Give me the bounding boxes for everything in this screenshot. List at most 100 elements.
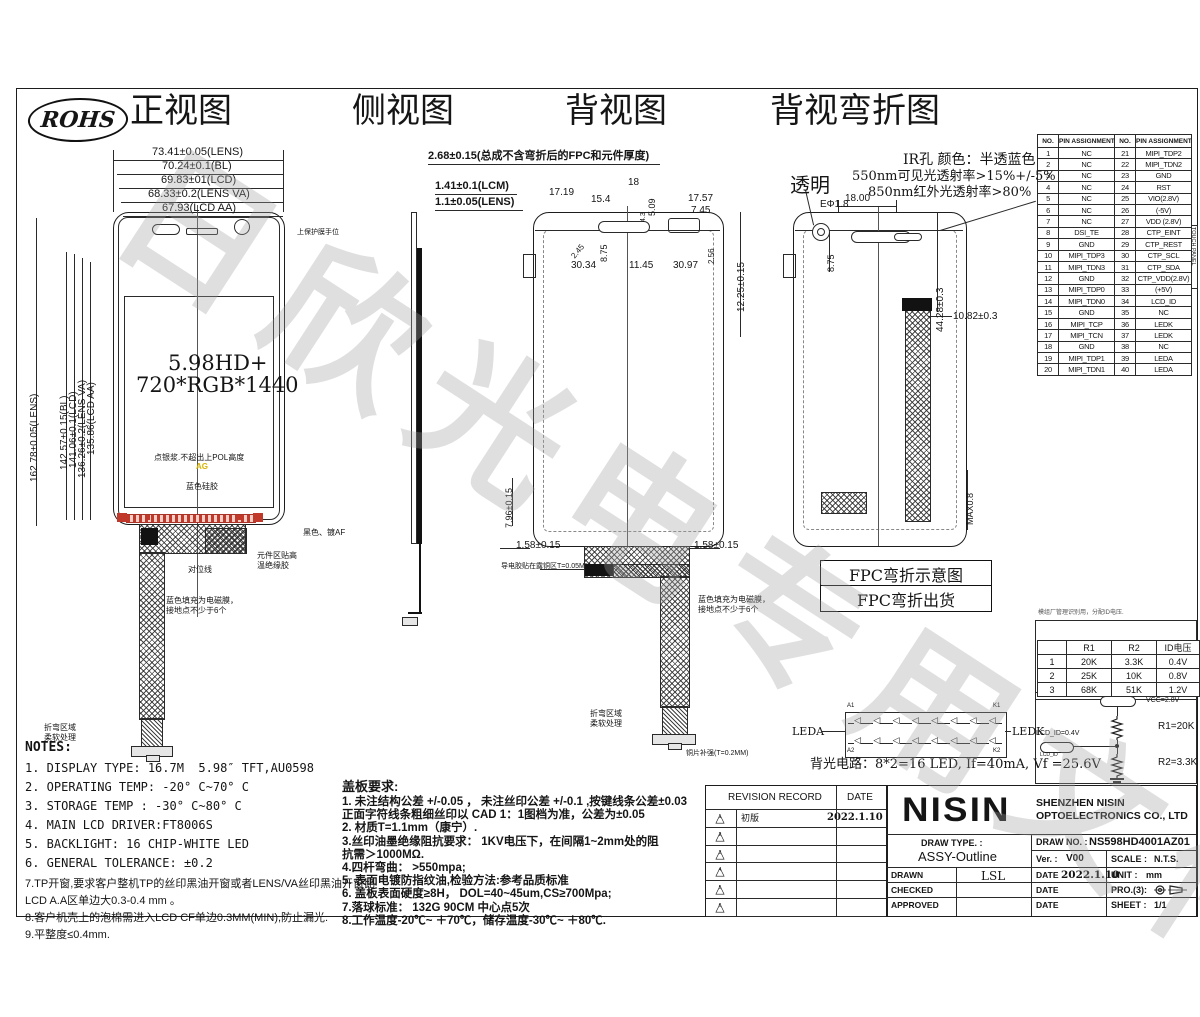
label-dim-bend-max08: MAX0.8 xyxy=(965,492,975,525)
pin-table-cell: 10 xyxy=(1037,249,1059,262)
back-center-line xyxy=(627,206,628,546)
sheet-value: 1/1 xyxy=(1154,900,1167,910)
led-symbol: ◁ xyxy=(892,715,900,725)
label-ann-ir-hole: EΦ1.8 xyxy=(820,199,849,210)
pin-table-cell: VDD (2.8V) xyxy=(1135,215,1192,228)
pin-table-cell: 6 xyxy=(1037,203,1059,217)
pin-table-cell: CTP_REST xyxy=(1135,238,1192,251)
note-item: 5. BACKLIGHT: 16 CHIP-WHITE LED xyxy=(25,837,249,851)
label-lcd-id-pin: LCD_ID xyxy=(1040,752,1058,758)
dimension-line xyxy=(428,164,660,165)
revision-triangle-marker: △6 xyxy=(713,900,727,914)
dimension-line xyxy=(1031,850,1196,851)
led-row-1: ◁◁◁◁◁◁◁◁ xyxy=(848,716,1002,725)
corner-paste-right xyxy=(253,513,263,522)
dimension-line xyxy=(1031,834,1032,916)
front-center-line xyxy=(197,205,198,617)
label-led-anode: LEDA xyxy=(792,725,825,738)
pro-label: PRO.(3): xyxy=(1111,885,1147,895)
revision-row: △3 xyxy=(706,845,886,864)
bend-fpc-cap xyxy=(902,298,932,311)
pin-table-header: PIN ASSIGNMENT xyxy=(1058,134,1115,148)
note-item: 4. MAIN LCD DRIVER:FT8006S xyxy=(25,818,213,832)
dimension-line xyxy=(435,210,523,211)
pin-table-cell: NC xyxy=(1058,192,1115,205)
label-dim-lcdaa-h: 135.86(LCD AA) xyxy=(86,382,97,455)
vcc-terminal xyxy=(1100,696,1136,707)
dimension-line xyxy=(117,174,283,175)
label-dim-bend-4428: 44.28±0.3 xyxy=(935,287,946,332)
dimension-line xyxy=(848,723,1002,724)
label-dim-lens-w: 73.41±0.05(LENS) xyxy=(152,146,244,158)
label-dim-back-18: 18 xyxy=(628,177,640,188)
dimension-line xyxy=(838,200,839,212)
cover-item: 4.四杆弯曲： >550mpa; xyxy=(342,862,466,875)
led-symbol: ◁ xyxy=(931,735,939,745)
pin-table-cell: 19 xyxy=(1037,352,1059,365)
led-row-2: ◁◁◁◁◁◁◁◁ xyxy=(848,736,1002,745)
dimension-line xyxy=(123,216,283,217)
dimension-line xyxy=(500,548,530,549)
label-lcd-id-voltage: LCD_ID=0.4V xyxy=(1036,730,1080,737)
pin-table-cell: MIPI_TDN3 xyxy=(1058,260,1115,274)
label-dim-back-509: 5.09 xyxy=(647,198,657,216)
pin-table-cell: MIPI_TDP2 xyxy=(1135,146,1192,160)
bend-view-outline xyxy=(793,212,967,547)
label-ann-emi-front-1: 蓝色填充为电磁膜， xyxy=(166,596,238,605)
label-dim-back-154: 15.4 xyxy=(591,194,611,205)
id-table-header: ID电压 xyxy=(1156,640,1200,655)
resistor-r1 xyxy=(1110,716,1124,740)
cover-item: 抗需＞1000MΩ. xyxy=(342,848,425,861)
note-item: 6. GENERAL TOLERANCE: ±0.2 xyxy=(25,856,213,870)
label-dim-lensva-w: 68.33±0.2(LENS VA) xyxy=(148,188,250,200)
pin-table-cell: 8 xyxy=(1037,226,1059,240)
front-view-active-area xyxy=(124,296,274,508)
side-view-lens-profile xyxy=(411,212,417,544)
pin-table-cell: MIPI_TCN xyxy=(1058,329,1115,342)
label-view-title-front: 正视图 xyxy=(130,91,232,131)
pin-table-cell: NC xyxy=(1058,215,1115,228)
drawing-shape: 4 xyxy=(718,867,722,874)
pin-table-cell: LEDA xyxy=(1135,363,1192,376)
led-symbol: ◁ xyxy=(969,715,977,725)
id-table-cell: 0.4V xyxy=(1156,654,1200,669)
pin-table-cell: CTP_SDA xyxy=(1135,260,1192,274)
label-screen-size: 5.98HD+ xyxy=(168,351,268,375)
date-label-3: DATE xyxy=(1036,900,1059,910)
label-ann-bend-front-1: 折弯区域 xyxy=(44,723,76,732)
drawn-date: 2022.1.10 xyxy=(1061,869,1120,881)
id-table-cell: 1 xyxy=(1037,654,1067,669)
revision-row: △5 xyxy=(706,880,886,900)
pin-table-header: NO. xyxy=(1037,134,1059,148)
label-view-title-back-bend: 背视弯折图 xyxy=(770,91,940,131)
label-dim-back-1719: 17.19 xyxy=(549,187,575,198)
dimension-line xyxy=(82,258,83,520)
pin-table-cell: 20 xyxy=(1037,363,1059,376)
pin-table-cell: NC xyxy=(1135,340,1192,354)
label-ann-copper: 铜片补强(T=0.2MM) xyxy=(686,750,749,757)
label-ann-bend-back-1: 折弯区域 xyxy=(590,709,622,718)
led-symbol: ◁ xyxy=(854,715,862,725)
pin-table-cell: VIO(2.8V) xyxy=(1135,192,1192,205)
scale-label: SCALE : xyxy=(1111,854,1147,864)
label-dim-back-745: 7.45 xyxy=(691,205,711,216)
dimension-line xyxy=(829,232,830,272)
back-fpc-connector-stub xyxy=(668,743,682,750)
pin-table-cell: 21 xyxy=(1114,146,1136,160)
company-line2: OPTOELECTRONICS CO., LTD xyxy=(1036,810,1188,822)
label-view-title-side: 侧视图 xyxy=(352,91,454,131)
pin-table-cell: 26 xyxy=(1114,203,1136,217)
dimension-line xyxy=(1117,740,1118,744)
draw-no-label: DRAW NO. : xyxy=(1036,837,1088,847)
led-symbol: ◁ xyxy=(950,715,958,725)
id-table-header: R2 xyxy=(1111,640,1157,655)
dimension-line xyxy=(736,809,737,916)
